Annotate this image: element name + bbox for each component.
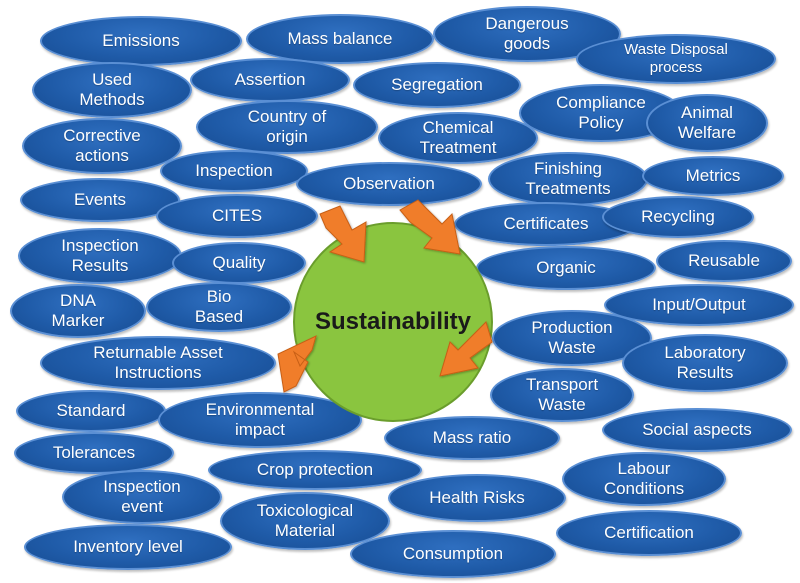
bubble-returnable-asset-instructions: Returnable Asset Instructions bbox=[40, 336, 276, 390]
bubble-social-aspects: Social aspects bbox=[602, 408, 792, 452]
bubble-environmental-impact: Environmental impact bbox=[158, 392, 362, 448]
bubble-label: Quality bbox=[212, 252, 266, 272]
bubble-inspection-results: Inspection Results bbox=[18, 228, 182, 284]
bubble-dangerous-goods: Dangerous goods bbox=[433, 6, 621, 62]
bubble-bio-based: Bio Based bbox=[146, 282, 292, 332]
bubble-input-output: Input/Output bbox=[604, 284, 794, 326]
bubble-quality: Quality bbox=[172, 242, 306, 284]
bubble-label: Production Waste bbox=[531, 317, 613, 357]
bubble-used-methods: Used Methods bbox=[32, 62, 192, 118]
bubble-crop-protection: Crop protection bbox=[208, 450, 422, 490]
bubble-label: DNA Marker bbox=[51, 290, 105, 330]
bubble-metrics: Metrics bbox=[642, 156, 784, 196]
bubble-emissions: Emissions bbox=[40, 16, 242, 66]
bubble-label: Emissions bbox=[102, 30, 180, 50]
bubble-animal-welfare: Animal Welfare bbox=[646, 94, 768, 152]
bubble-label: Used Methods bbox=[79, 69, 145, 109]
bubble-toxicological-material: Toxicological Material bbox=[220, 492, 390, 550]
bubble-recycling: Recycling bbox=[602, 196, 754, 238]
bubble-label: Inspection Results bbox=[61, 235, 139, 275]
bubble-label: Assertion bbox=[234, 69, 306, 89]
bubble-label: Waste Disposal process bbox=[624, 41, 728, 76]
bubble-label: Corrective actions bbox=[63, 125, 141, 165]
bubble-label: Events bbox=[74, 189, 126, 209]
bubble-label: Input/Output bbox=[652, 294, 746, 314]
bubble-label: Bio Based bbox=[194, 286, 244, 326]
bubble-inventory-level: Inventory level bbox=[24, 524, 232, 570]
bubble-label: Labour Conditions bbox=[603, 458, 685, 498]
bubble-observation: Observation bbox=[296, 162, 482, 206]
bubble-finishing-treatments: Finishing Treatments bbox=[488, 152, 648, 206]
bubble-label: Metrics bbox=[685, 165, 741, 185]
bubble-label: Animal Welfare bbox=[677, 102, 737, 142]
bubble-label: Transport Waste bbox=[525, 374, 599, 414]
bubble-labour-conditions: Labour Conditions bbox=[562, 452, 726, 506]
bubble-label: Observation bbox=[343, 173, 435, 193]
bubble-label: Standard bbox=[56, 400, 126, 420]
bubble-mass-ratio: Mass ratio bbox=[384, 416, 560, 460]
bubble-consumption: Consumption bbox=[350, 530, 556, 578]
bubble-label: Inspection event bbox=[103, 476, 181, 516]
bubble-label: Tolerances bbox=[52, 442, 136, 462]
bubble-transport-waste: Transport Waste bbox=[490, 368, 634, 422]
sustainability-circle: Sustainability bbox=[293, 222, 493, 422]
bubble-label: Health Risks bbox=[429, 487, 525, 507]
bubble-label: Consumption bbox=[402, 543, 504, 563]
bubble-organic: Organic bbox=[476, 246, 656, 290]
bubble-label: Certification bbox=[604, 522, 694, 542]
bubble-label: Recycling bbox=[641, 206, 715, 226]
bubble-assertion: Assertion bbox=[190, 58, 350, 102]
bubble-label: Segregation bbox=[391, 74, 483, 94]
bubble-label: Social aspects bbox=[642, 419, 752, 439]
bubble-corrective-actions: Corrective actions bbox=[22, 118, 182, 174]
bubble-laboratory-results: Laboratory Results bbox=[622, 334, 788, 392]
bubble-label: Dangerous goods bbox=[485, 13, 569, 53]
bubble-label: Inspection bbox=[195, 160, 273, 180]
bubble-label: Crop protection bbox=[256, 459, 374, 479]
bubble-label: Toxicological Material bbox=[256, 500, 354, 540]
center-label: Sustainability bbox=[314, 308, 472, 335]
bubble-label: Mass balance bbox=[287, 28, 393, 48]
bubble-label: Country of origin bbox=[247, 106, 327, 146]
bubble-dna-marker: DNA Marker bbox=[10, 284, 146, 338]
bubble-segregation: Segregation bbox=[353, 62, 521, 108]
bubble-waste-disposal-process: Waste Disposal process bbox=[576, 34, 776, 84]
bubble-chemical-treatment: Chemical Treatment bbox=[378, 112, 538, 164]
bubble-events: Events bbox=[20, 178, 180, 222]
bubble-tolerances: Tolerances bbox=[14, 432, 174, 474]
bubble-production-waste: Production Waste bbox=[492, 310, 652, 366]
bubble-label: Inventory level bbox=[73, 536, 183, 556]
bubble-cites: CITES bbox=[156, 194, 318, 238]
bubble-label: Certificates bbox=[503, 213, 589, 233]
bubble-label: Chemical Treatment bbox=[419, 117, 497, 157]
bubble-label: Organic bbox=[536, 257, 596, 277]
bubble-reusable: Reusable bbox=[656, 240, 792, 282]
bubble-label: Laboratory Results bbox=[664, 342, 746, 382]
bubble-label: Finishing Treatments bbox=[525, 158, 611, 198]
bubble-label: Compliance Policy bbox=[556, 92, 646, 132]
bubble-standard: Standard bbox=[16, 390, 166, 432]
bubble-label: Environmental impact bbox=[205, 399, 315, 439]
bubble-mass-balance: Mass balance bbox=[246, 14, 434, 64]
bubble-label: Reusable bbox=[688, 250, 760, 270]
bubble-inspection-event: Inspection event bbox=[62, 470, 222, 524]
bubble-health-risks: Health Risks bbox=[388, 474, 566, 522]
bubble-label: Mass ratio bbox=[432, 427, 512, 447]
bubble-country-of-origin: Country of origin bbox=[196, 100, 378, 154]
bubble-inspection: Inspection bbox=[160, 150, 308, 192]
bubble-certification: Certification bbox=[556, 510, 742, 556]
bubble-label: CITES bbox=[211, 205, 263, 225]
bubble-label: Returnable Asset Instructions bbox=[93, 342, 223, 382]
